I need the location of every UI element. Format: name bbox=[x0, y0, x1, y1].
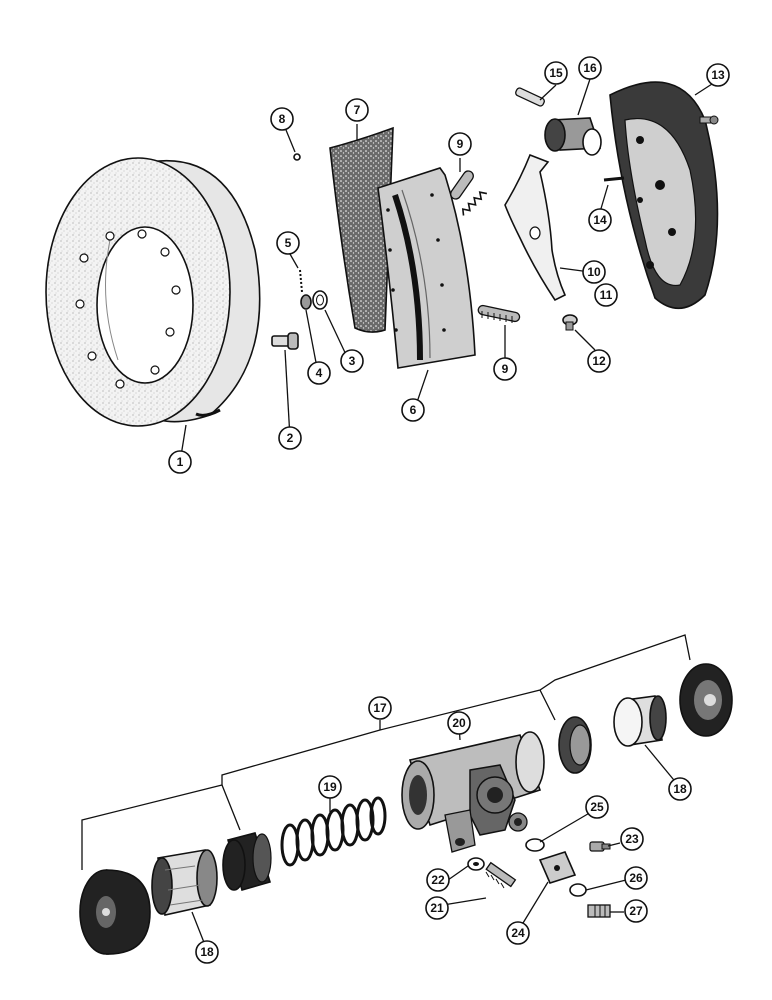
cam-pin bbox=[515, 87, 545, 107]
piston-left bbox=[151, 849, 218, 916]
callout-17: 17 bbox=[368, 696, 392, 720]
callout-10: 10 bbox=[582, 260, 606, 284]
cup-left bbox=[222, 832, 272, 891]
backing-plate bbox=[609, 81, 719, 310]
hold-down-spring bbox=[312, 290, 328, 310]
callout-label: 2 bbox=[287, 431, 294, 445]
callout-25: 25 bbox=[585, 795, 609, 819]
callout-14: 14 bbox=[588, 208, 612, 232]
bleeder-bolt bbox=[485, 861, 517, 889]
callout-18-right: 18 bbox=[668, 777, 692, 801]
washer-25 bbox=[525, 838, 545, 852]
callout-label: 25 bbox=[590, 800, 604, 814]
kit-bracket bbox=[81, 634, 691, 870]
callout-label: 3 bbox=[349, 354, 356, 368]
callout-9-lower: 9 bbox=[493, 357, 517, 381]
callout-label: 6 bbox=[410, 403, 417, 417]
callout-label: 4 bbox=[316, 366, 323, 380]
callout-label: 13 bbox=[711, 68, 725, 82]
callout-9-upper: 9 bbox=[448, 132, 472, 156]
mounting-bolt bbox=[587, 904, 611, 918]
brake-drum bbox=[45, 157, 261, 427]
callout-3: 3 bbox=[340, 349, 364, 373]
callout-label: 27 bbox=[629, 904, 643, 918]
callout-label: 18 bbox=[673, 782, 687, 796]
callout-1: 1 bbox=[168, 450, 192, 474]
callout-5: 5 bbox=[276, 231, 300, 255]
callout-13: 13 bbox=[706, 63, 730, 87]
callout-24: 24 bbox=[506, 921, 530, 945]
return-spring-upper bbox=[450, 170, 488, 216]
callout-20: 20 bbox=[447, 711, 471, 735]
callout-label: 9 bbox=[502, 362, 509, 376]
callout-label: 20 bbox=[452, 716, 466, 730]
callout-label: 11 bbox=[600, 288, 613, 302]
callout-label: 12 bbox=[592, 354, 606, 368]
bleeder-screw bbox=[589, 841, 611, 852]
callout-27: 27 bbox=[624, 899, 648, 923]
callout-label: 26 bbox=[629, 871, 643, 885]
callout-label: 7 bbox=[354, 103, 361, 117]
callout-label: 19 bbox=[323, 780, 337, 794]
cup-right bbox=[558, 716, 592, 774]
callout-label: 14 bbox=[593, 213, 607, 227]
callout-label: 24 bbox=[511, 926, 525, 940]
callout-21: 21 bbox=[425, 896, 449, 920]
boot-right bbox=[679, 663, 733, 737]
callout-label: 22 bbox=[431, 873, 445, 887]
callout-16: 16 bbox=[578, 56, 602, 80]
anchor-pin bbox=[603, 176, 625, 182]
wheel-cylinder-body bbox=[401, 731, 545, 853]
clip bbox=[293, 153, 301, 161]
callout-label: 9 bbox=[457, 137, 464, 151]
callout-label: 10 bbox=[587, 265, 601, 279]
callout-23: 23 bbox=[620, 827, 644, 851]
callout-label: 1 bbox=[177, 455, 184, 469]
callout-7: 7 bbox=[345, 98, 369, 122]
callout-label: 17 bbox=[373, 701, 387, 715]
callout-label: 5 bbox=[285, 236, 292, 250]
callout-12: 12 bbox=[587, 349, 611, 373]
leader-lines bbox=[179, 78, 713, 946]
fitting-block bbox=[538, 851, 577, 884]
callout-label: 16 bbox=[583, 61, 597, 75]
washer-22 bbox=[467, 857, 485, 871]
callout-8: 8 bbox=[270, 107, 294, 131]
drum-bolt bbox=[271, 332, 299, 350]
piston-right bbox=[613, 695, 667, 747]
return-spring-lower bbox=[477, 304, 521, 323]
callout-4: 4 bbox=[307, 361, 331, 385]
boot-left bbox=[79, 869, 151, 955]
callout-label: 15 bbox=[549, 66, 563, 80]
callout-11: 11 bbox=[594, 283, 618, 307]
lever-screw bbox=[562, 314, 578, 331]
hold-down-pin bbox=[299, 269, 303, 293]
callout-19: 19 bbox=[318, 775, 342, 799]
brake-lining bbox=[329, 126, 394, 333]
callout-label: 23 bbox=[625, 832, 639, 846]
callout-22: 22 bbox=[426, 868, 450, 892]
cam-cylinder bbox=[544, 117, 602, 156]
callout-label: 8 bbox=[279, 112, 286, 126]
washer-26 bbox=[569, 883, 587, 897]
brake-shoe bbox=[377, 167, 476, 369]
callout-6: 6 bbox=[401, 398, 425, 422]
callout-label: 21 bbox=[430, 901, 444, 915]
callout-26: 26 bbox=[624, 866, 648, 890]
adjuster-lever bbox=[504, 153, 567, 302]
callout-15: 15 bbox=[544, 61, 568, 85]
cylinder-spring bbox=[280, 796, 387, 867]
callout-label: 18 bbox=[200, 945, 214, 959]
hold-down-cup bbox=[300, 294, 312, 310]
callout-18-left: 18 bbox=[195, 940, 219, 964]
callout-2: 2 bbox=[278, 426, 302, 450]
